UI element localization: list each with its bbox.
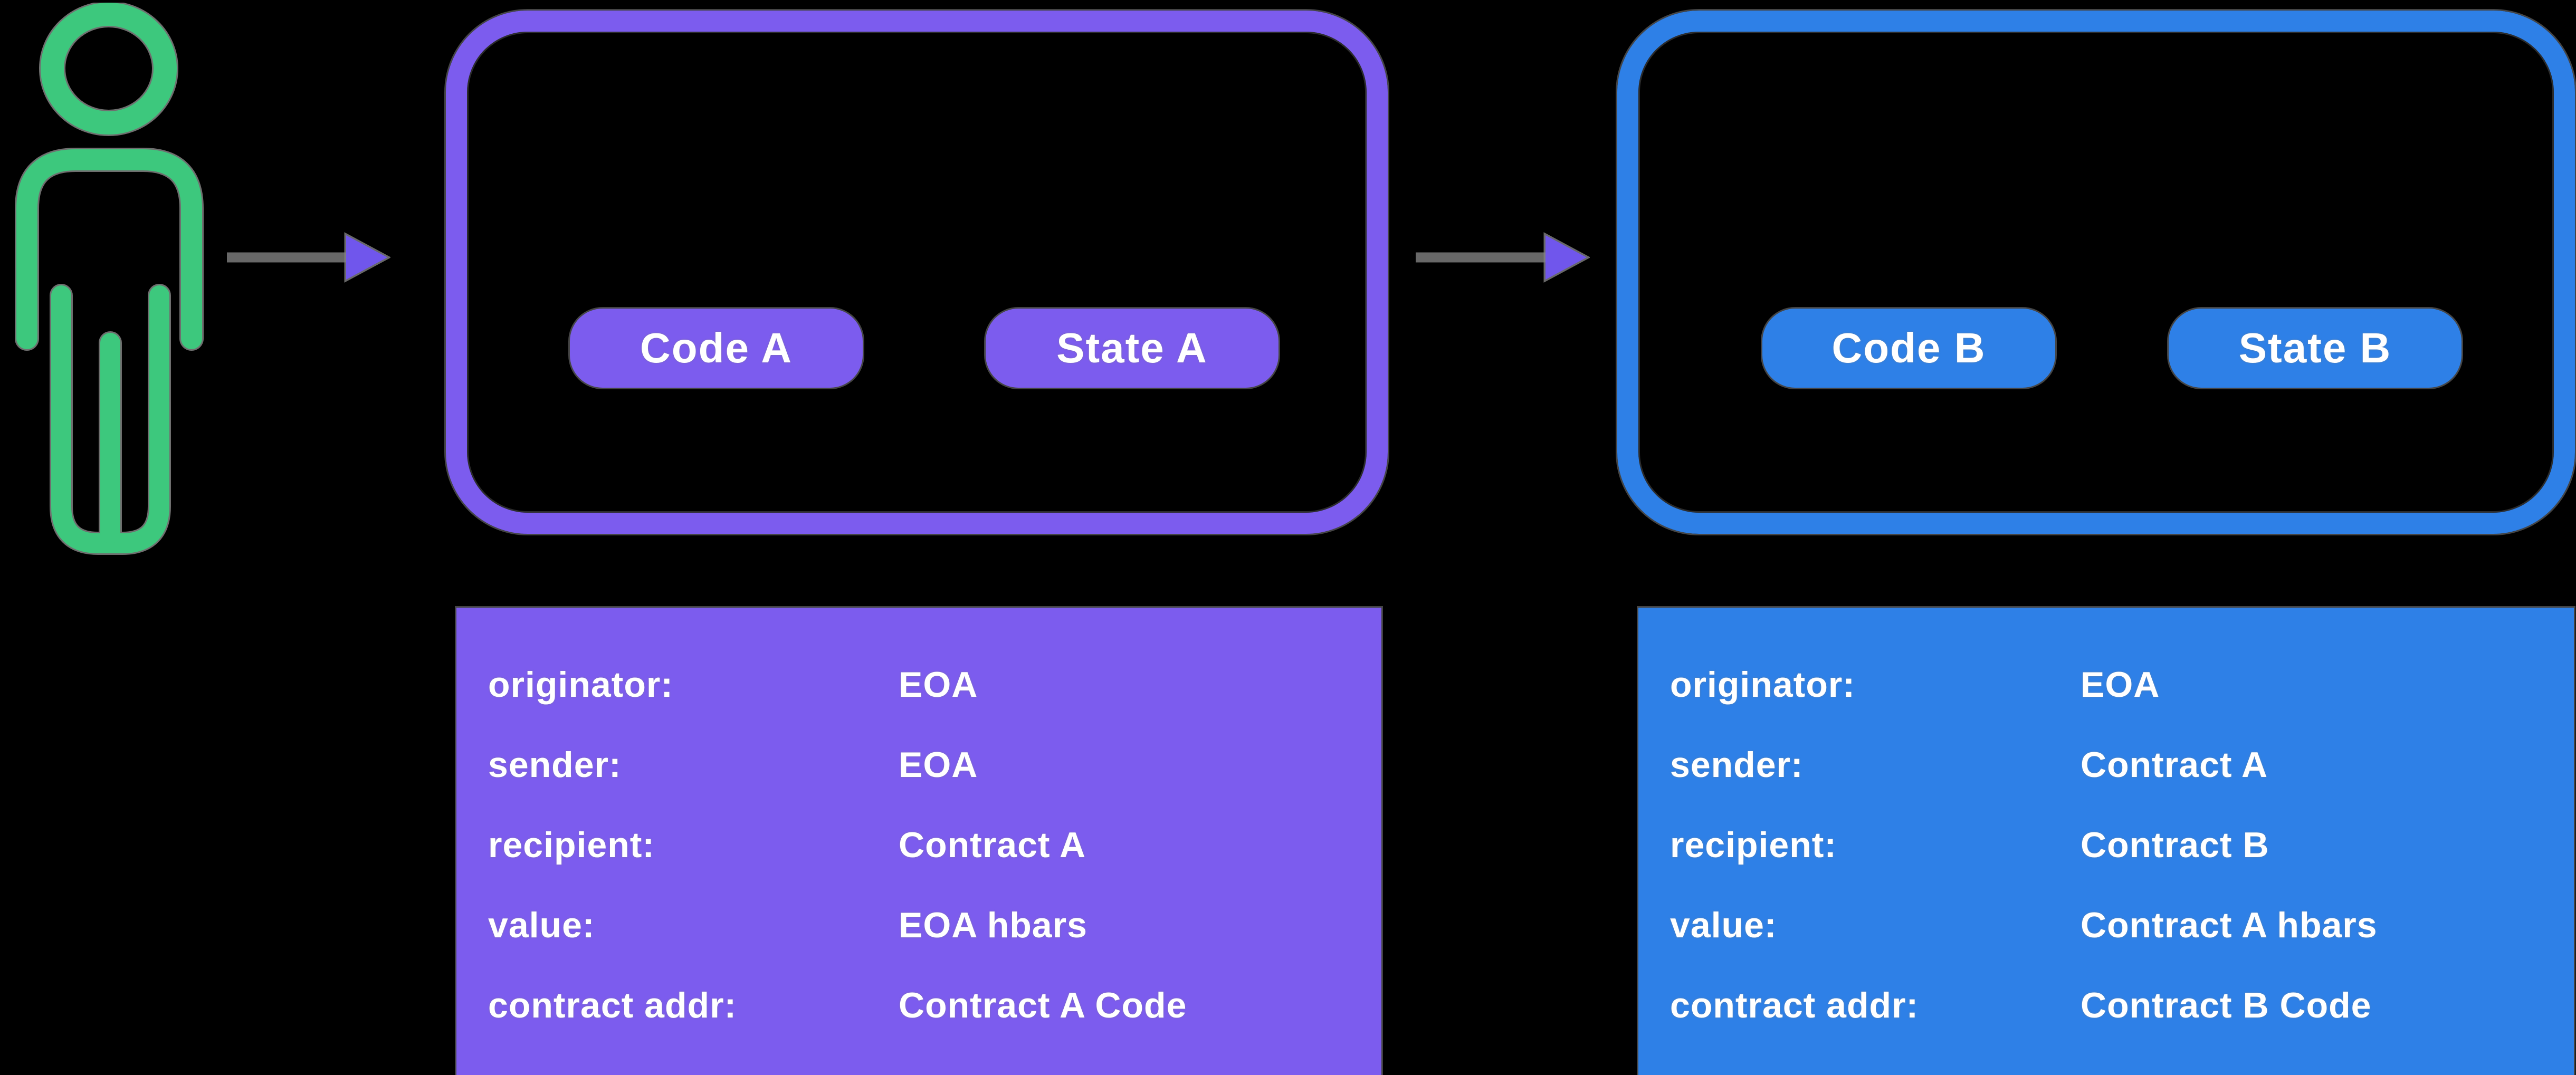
contract-a-box — [446, 11, 1388, 534]
contract-b-table: originator: EOA sender: Contract A recip… — [1638, 608, 2574, 1075]
table-row: value: EOA hbars — [488, 885, 1381, 965]
table-row: originator: EOA — [488, 645, 1381, 725]
row-label: recipient: — [488, 825, 655, 865]
state-a-label: State A — [1056, 324, 1208, 371]
table-row: contract addr: Contract A Code — [488, 965, 1381, 1045]
row-value: EOA — [2081, 665, 2160, 705]
row-label: sender: — [1670, 745, 1804, 785]
row-value: EOA — [899, 745, 978, 785]
state-b-pill: State B — [2169, 309, 2461, 388]
table-row: recipient: Contract B — [1670, 805, 2574, 885]
state-b-label: State B — [2238, 324, 2392, 371]
row-label: originator: — [1670, 665, 1855, 705]
table-row: sender: Contract A — [1670, 725, 2574, 805]
person-icon — [15, 3, 204, 555]
row-value: Contract A — [899, 825, 1086, 865]
code-a-label: Code A — [640, 324, 793, 371]
person-head — [41, 3, 177, 135]
row-label: sender: — [488, 745, 622, 785]
row-label: originator: — [488, 665, 673, 705]
row-value: Contract A Code — [899, 985, 1187, 1025]
table-row: value: Contract A hbars — [1670, 885, 2574, 965]
row-value: Contract B — [2081, 825, 2269, 865]
code-b-pill: Code B — [1762, 309, 2055, 388]
arrow-right-icon — [1416, 232, 1590, 283]
contract-a-table: originator: EOA sender: EOA recipient: C… — [456, 608, 1381, 1075]
row-value: Contract B Code — [2081, 985, 2372, 1025]
contract-b-box — [1617, 11, 2575, 534]
table-row: contract addr: Contract B Code — [1670, 965, 2574, 1045]
row-label: contract addr: — [1670, 985, 1919, 1025]
row-value: EOA hbars — [899, 905, 1087, 945]
table-row: sender: EOA — [488, 725, 1381, 805]
row-label: value: — [488, 905, 595, 945]
code-a-pill: Code A — [570, 309, 863, 388]
table-row: originator: EOA — [1670, 645, 2574, 725]
row-value: Contract A hbars — [2081, 905, 2378, 945]
person-arms — [16, 149, 202, 349]
row-value: Contract A — [2081, 745, 2268, 785]
row-label: recipient: — [1670, 825, 1837, 865]
state-a-pill: State A — [986, 309, 1279, 388]
row-label: contract addr: — [488, 985, 737, 1025]
row-label: value: — [1670, 905, 1777, 945]
row-value: EOA — [899, 665, 978, 705]
arrow-right-icon — [227, 232, 390, 283]
table-row: recipient: Contract A — [488, 805, 1381, 885]
code-b-label: Code B — [1831, 324, 1986, 371]
